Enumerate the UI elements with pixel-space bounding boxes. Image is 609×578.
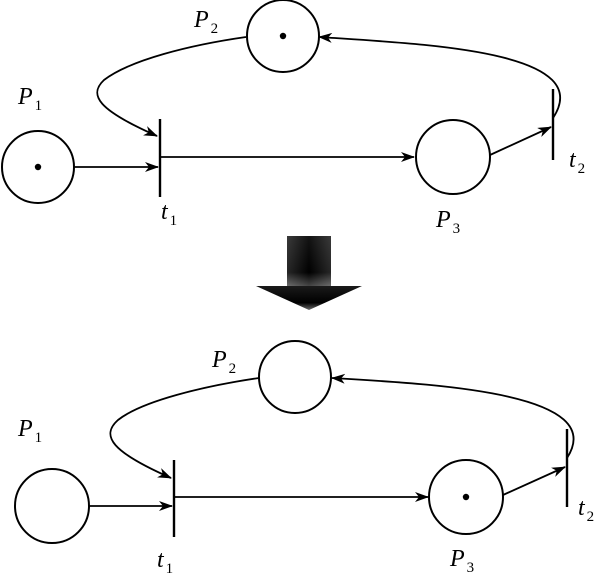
token-p3-after <box>462 493 470 501</box>
place-p2-after <box>258 340 332 414</box>
arc-p3-t2 <box>489 126 552 156</box>
arc-p3-t2-after <box>502 466 566 496</box>
arc-t2-p2 <box>318 32 562 119</box>
arc-p2-t1 <box>96 36 247 137</box>
arc-p2-t1-after <box>109 377 260 479</box>
down-arrow-icon <box>256 236 362 310</box>
arc-t2-p2-after <box>331 373 575 459</box>
token-p2 <box>279 32 287 40</box>
place-p3 <box>415 119 491 195</box>
place-p1-after <box>14 468 90 544</box>
token-p1 <box>34 163 42 171</box>
